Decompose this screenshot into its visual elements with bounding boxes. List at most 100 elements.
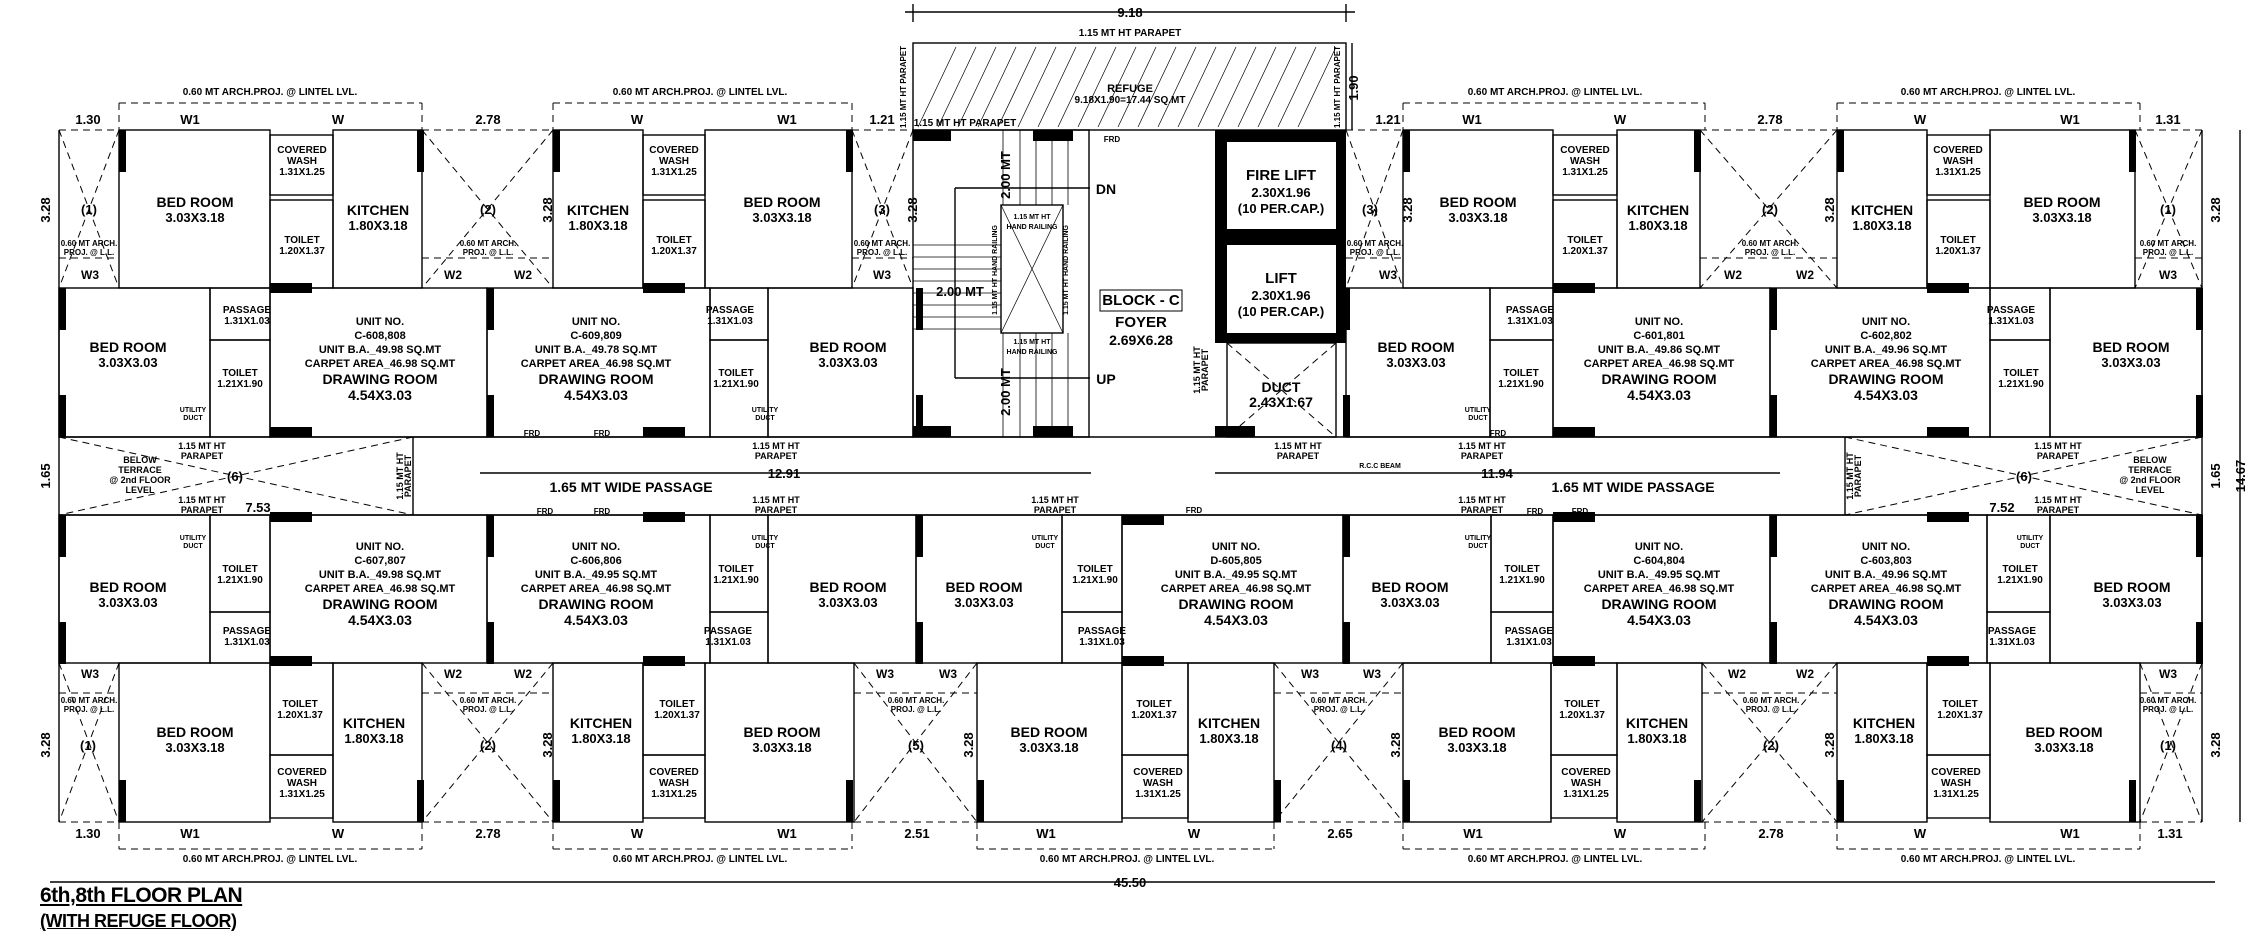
dimension-label: 3.28 [1822, 732, 1837, 757]
column [553, 780, 560, 822]
fire-door-label: FRD [1527, 507, 1544, 516]
projection-number: (2) [480, 202, 496, 217]
column [2196, 395, 2203, 437]
room-name: TOILET [1564, 699, 1599, 710]
column [487, 395, 494, 437]
dimension-label: 1.65 [2208, 463, 2223, 488]
unit-built-area: UNIT B.A._49.98 SQ.MT [319, 569, 442, 581]
room-size: 3.03X3.03 [2102, 595, 2161, 610]
room-name: PASSAGE [1506, 305, 1554, 316]
arch-projection-note: 0.60 MT ARCH.PROJ. @ LINTEL LVL. [613, 87, 788, 98]
projection-diagonal [1699, 129, 1838, 289]
room-size: 3.03X3.18 [752, 210, 811, 225]
room-name: DRAWING ROOM [322, 371, 437, 387]
unit-built-area: UNIT B.A._49.98 SQ.MT [319, 344, 442, 356]
column [1343, 622, 1350, 664]
room-size: 1.31X1.03 [705, 637, 751, 648]
dimension-label: W1 [180, 112, 200, 127]
projection-note: PROJ. @ L.L. [463, 705, 513, 714]
room-name: WASH [1570, 156, 1600, 167]
column [59, 515, 66, 557]
room-size: 1.21X1.90 [1998, 379, 2044, 390]
room-name: TOILET [656, 235, 691, 246]
projection-diagonal [1701, 662, 1838, 823]
utility-duct-label: UTILITY [180, 407, 207, 414]
dimension-label: 7.52 [1989, 500, 2014, 515]
room-name: TOILET [1942, 699, 1977, 710]
parapet-note: PARAPET [2037, 451, 2080, 461]
parapet-note: 1.15 MT HT [1458, 495, 1506, 505]
projection-diagonal [2139, 662, 2203, 823]
terrace-diagonal [58, 436, 414, 516]
room-name: WASH [1941, 778, 1971, 789]
room-name: PASSAGE [704, 626, 752, 637]
unit-label: UNIT NO. [356, 541, 404, 553]
stair-down-label: DN [1096, 181, 1116, 197]
unit-carpet-area: CARPET AREA_46.98 SQ.MT [1584, 358, 1735, 370]
fire-door-label: FRD [1574, 429, 1591, 438]
refuge-area [912, 42, 1347, 131]
column [1770, 395, 1777, 437]
projection-note: 0.60 MT ARCH. [1743, 696, 1800, 705]
unit-label: UNIT NO. [1635, 316, 1683, 328]
utility-duct-label: DUCT [1468, 415, 1488, 422]
arch-projection-note: 0.60 MT ARCH.PROJ. @ LINTEL LVL. [1040, 854, 1215, 865]
utility-duct-label: DUCT [755, 543, 775, 550]
dimension-label: W1 [180, 826, 200, 841]
window-tag: W3 [1363, 667, 1381, 681]
parapet-note: PARAPET [755, 451, 798, 461]
plan-title: 6th,8th FLOOR PLAN [40, 884, 243, 907]
room-name: TOILET [2002, 564, 2037, 575]
fire-door-label: FRD [1215, 179, 1224, 196]
hand-railing-label: HAND RAILING [1007, 224, 1058, 231]
column [487, 622, 494, 664]
window-tag: W3 [1301, 667, 1319, 681]
unit-number: C-608,808 [354, 330, 405, 342]
projection-diagonal [2134, 129, 2203, 289]
dimension-label: 2.78 [1758, 826, 1783, 841]
room-name: WASH [1571, 778, 1601, 789]
dimension-label: 3.28 [2208, 197, 2223, 222]
column [1694, 130, 1701, 172]
rcc-beam-label: R.C.C BEAM [1359, 463, 1401, 470]
dimension-label: 2.78 [475, 112, 500, 127]
room-name: BED ROOM [1378, 339, 1455, 355]
projection-number: (1) [2160, 202, 2176, 217]
projection-note: PROJ. @ L.L. [64, 248, 114, 257]
room-size: 3.03X3.18 [1447, 740, 1506, 755]
unit-carpet-area: CARPET AREA_46.98 SQ.MT [305, 358, 456, 370]
projection-diagonal [1701, 662, 1838, 823]
room-name: PASSAGE [1987, 305, 2035, 316]
hatch [1277, 46, 1317, 128]
room-size: 4.54X3.03 [348, 612, 412, 628]
column [2196, 622, 2203, 664]
room-size: 1.31X1.03 [1507, 316, 1553, 327]
room-size: 1.31X1.25 [1135, 789, 1181, 800]
dimension-label: 1.31 [2155, 112, 2180, 127]
hatch [1217, 46, 1257, 128]
room-size: 1.80X3.18 [1852, 218, 1911, 233]
projection-note: 0.60 MT ARCH. [2140, 239, 2197, 248]
arch-projection-note: 0.60 MT ARCH.PROJ. @ LINTEL LVL. [613, 854, 788, 865]
unit-built-area: UNIT B.A._49.95 SQ.MT [535, 569, 658, 581]
projection-note: PROJ. @ L.L. [463, 248, 513, 257]
hatch [1117, 46, 1157, 128]
projection-note: 0.60 MT ARCH. [460, 239, 517, 248]
dimension-label: 3.28 [1822, 197, 1837, 222]
passage-label: 1.65 MT WIDE PASSAGE [1551, 479, 1714, 495]
foyer-size: 2.69X6.28 [1109, 332, 1173, 348]
hatch [977, 46, 1017, 128]
room-size: 1.20X1.37 [1935, 246, 1981, 257]
room-name: WASH [1943, 156, 1973, 167]
terrace-note: TERRACE [118, 465, 162, 475]
room-name: WASH [287, 156, 317, 167]
room-name: BED ROOM [744, 194, 821, 210]
parapet-note: 1.15 MT HT [1031, 495, 1079, 505]
room-name: TOILET [1503, 368, 1538, 379]
projection-note: 0.60 MT ARCH. [61, 696, 118, 705]
room-name: TOILET [1504, 564, 1539, 575]
well-diagonal [1000, 204, 1064, 334]
room-size: 1.31X1.25 [279, 789, 325, 800]
room-name: BED ROOM [157, 194, 234, 210]
room-size: 4.54X3.03 [348, 387, 412, 403]
